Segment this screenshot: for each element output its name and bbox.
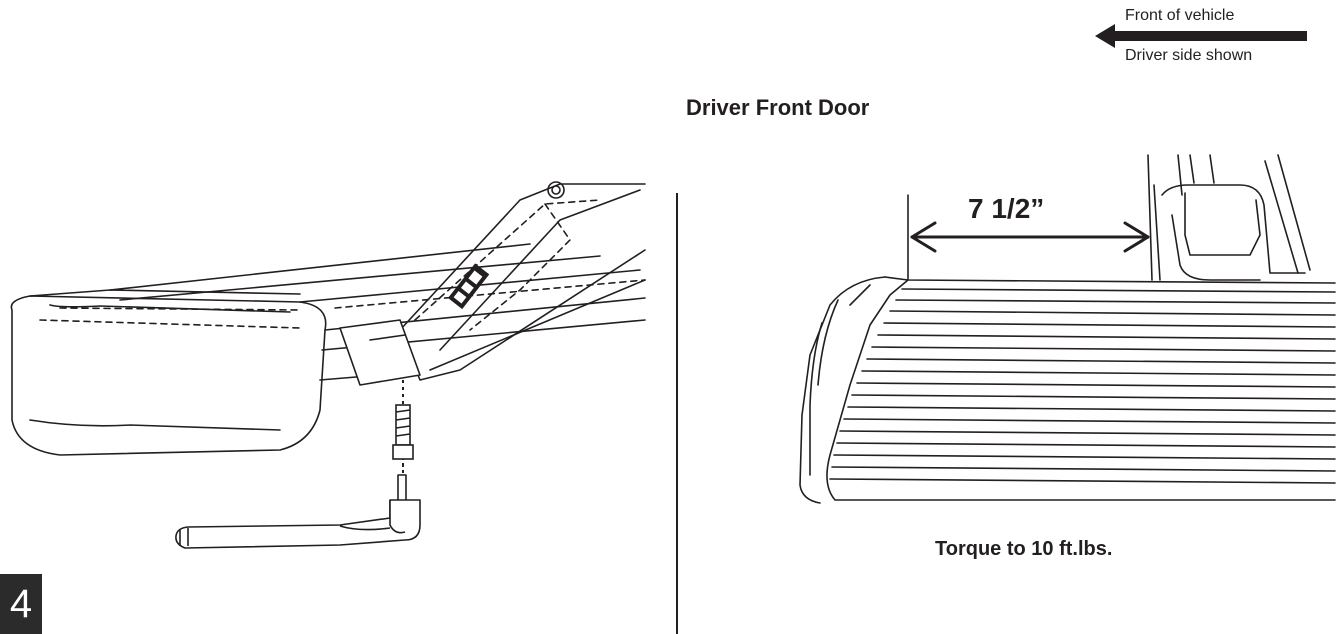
driver-side-shown-label: Driver side shown [1125,47,1253,64]
arrow-left-icon [1095,24,1307,48]
running-board-bracket-illustration [10,181,646,549]
panel-divider [676,193,678,634]
front-of-vehicle-label: Front of vehicle [1125,7,1235,24]
dimension-arrow [910,221,1150,253]
step-number-badge: 4 [0,574,42,634]
section-title: Driver Front Door [686,95,870,120]
step-board-dimension-illustration [799,154,1336,504]
torque-note: Torque to 10 ft.lbs. [935,538,1113,560]
dimension-label: 7 1/2” [968,193,1045,224]
direction-legend: Front of vehicle Driver side shown [1090,0,1320,70]
